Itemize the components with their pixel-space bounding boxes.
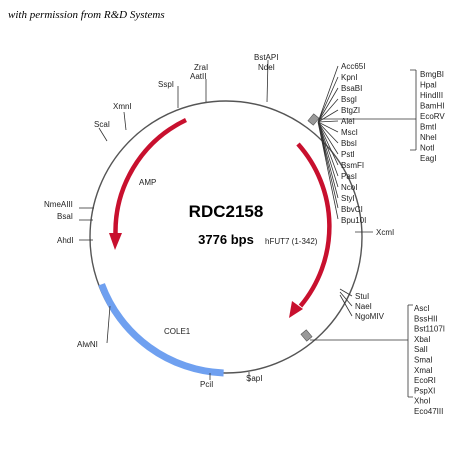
site-bsai: BsaI (57, 212, 73, 221)
site-label: KpnI (341, 73, 357, 82)
site-label: BamHI (420, 102, 444, 111)
plasmid-size: 3776 bps (198, 232, 254, 247)
site-xcmi: XcmI (376, 228, 394, 237)
amp-arrowhead (109, 233, 122, 250)
amp-arrow (113, 117, 187, 238)
site-label: XhoI (414, 397, 430, 406)
site-label: HindIII (420, 91, 443, 100)
cole1-feature (98, 283, 224, 377)
site-label: XmaI (414, 366, 433, 375)
site-naei: NaeI (355, 302, 372, 311)
site-label: EagI (420, 154, 436, 163)
site-label: HpaI (420, 81, 437, 90)
hfut7-arrow (296, 142, 332, 308)
site-label: PstI (341, 150, 355, 159)
site-label: EcoRI (414, 376, 436, 385)
site-ticks (79, 59, 417, 398)
mcs1-marker (307, 113, 320, 126)
site-xmni: XmnI (113, 102, 132, 111)
credit-text: with permission from R&D Systems (8, 9, 165, 21)
site-label: BsgI (341, 95, 357, 104)
mcs1-site-column: Acc65I KpnI BsaBI BsgI BtgZI AleI MscI BbsI PstI… (341, 62, 366, 225)
site-aatii: AatII (190, 72, 206, 81)
site-label: MscI (341, 128, 358, 137)
site-stui: StuI (355, 292, 369, 301)
site-label: Bpu10I (341, 216, 366, 225)
site-label: Eco47III (414, 407, 443, 416)
site-label: BbsI (341, 139, 357, 148)
hfut7-label: hFUT7 (1-342) (265, 237, 318, 246)
site-label: NotI (420, 144, 435, 153)
site-label: PspXI (414, 386, 435, 395)
site-ngomiv: NgoMIV (355, 312, 385, 321)
site-zrai: ZraI (194, 63, 208, 72)
site-scai: ScaI (94, 120, 110, 129)
site-label: SalI (414, 345, 428, 354)
site-sapi: SapI (246, 374, 262, 383)
site-label: Acc65I (341, 62, 365, 71)
site-label: BsmFI (341, 161, 364, 170)
plasmid-backbone (89, 100, 363, 374)
site-label: NheI (420, 133, 437, 142)
site-bstapi: BstAPI (254, 53, 278, 62)
site-nmeaiii: NmeAIII (44, 200, 73, 209)
site-sspi: SspI (158, 80, 174, 89)
site-label: XbaI (414, 335, 430, 344)
site-label: Bst1107I (414, 325, 445, 334)
site-ahdi: AhdI (57, 236, 73, 245)
mcs2-marker (300, 329, 313, 342)
site-label: NcoI (341, 183, 357, 192)
site-label: BsaBI (341, 84, 362, 93)
plasmid-name: RDC2158 (189, 202, 264, 221)
site-pcii: PciI (200, 380, 213, 389)
site-label: PasI (341, 172, 357, 181)
site-label: BmgBI (420, 70, 444, 79)
site-label: AleI (341, 117, 355, 126)
site-label: AscI (414, 304, 430, 313)
site-label: StyI (341, 194, 355, 203)
site-label: EcoRV (420, 112, 445, 121)
amp-label: AMP (139, 178, 156, 187)
cole1-label: COLE1 (164, 327, 191, 336)
site-label: BtgZI (341, 106, 360, 115)
site-alwni: AlwNI (77, 340, 98, 349)
site-label: SmaI (414, 356, 433, 365)
site-label: BbvCI (341, 205, 363, 214)
site-label: BssHII (414, 314, 438, 323)
hfut7-arrowhead (289, 301, 303, 318)
site-ndei: NdeI (258, 63, 275, 72)
site-label: BmtI (420, 123, 436, 132)
